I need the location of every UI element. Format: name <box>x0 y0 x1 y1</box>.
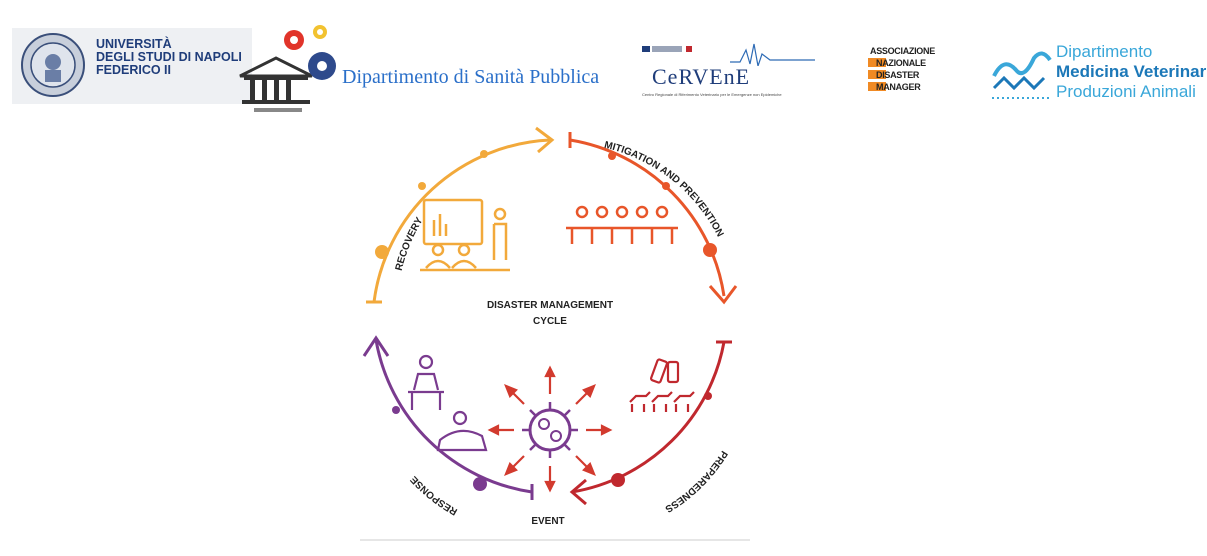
response-arc <box>362 335 534 500</box>
preparedness-label: PREPAREDNESS <box>663 449 729 515</box>
veterinary-care-icon <box>408 354 488 452</box>
association-logo: ASSOCIAZIONE NAZIONALE DISASTER MANAGER <box>868 44 938 102</box>
event-label: EVENT <box>531 516 564 527</box>
veterinary-department-logo: Dipartimento Medicina Veterinaria Produz… <box>990 42 1207 104</box>
association-line4: MANAGER <box>876 82 921 92</box>
mitigation-arc <box>568 132 738 305</box>
association-line1: ASSOCIAZIONE <box>870 46 935 56</box>
meeting-icon <box>566 205 678 244</box>
university-seal-icon <box>21 33 85 97</box>
association-line2: NAZIONALE <box>876 58 926 68</box>
association-bar-3 <box>868 82 886 91</box>
building-gears-icon <box>239 25 336 112</box>
cervene-subtitle: Centro Regionale di Riferimento Veterina… <box>642 92 782 97</box>
cervene-name: CeRVEnE <box>652 64 751 89</box>
recovery-arc <box>366 126 555 304</box>
cervene-logo: CeRVEnE Centro Regionale di Riferimento … <box>640 42 815 102</box>
vet-department-line3: Produzioni Animali <box>1056 82 1196 101</box>
vet-department-line1: Dipartimento <box>1056 42 1153 61</box>
cycle-title-line1: DISASTER MANAGEMENT <box>487 300 613 311</box>
virus-event-icon <box>487 365 613 493</box>
recovery-label: RECOVERY <box>394 215 426 271</box>
disaster-management-cycle: RECOVERY MITIGATION AND PREVENTION PREPA… <box>360 126 750 541</box>
university-logo: UNIVERSITÀ DEGLI STUDI DI NAPOLI FEDERIC… <box>12 28 252 104</box>
response-label: RESPONSE <box>408 473 459 517</box>
vet-department-line2: Medicina Veterinaria <box>1056 62 1207 81</box>
preparedness-arc <box>569 340 732 506</box>
public-health-department-name: Dipartimento di Sanità Pubblica <box>342 66 600 88</box>
association-line3: DISASTER <box>876 70 920 80</box>
public-health-department-logo: Dipartimento di Sanità Pubblica <box>236 18 606 114</box>
animal-waves-icon <box>992 51 1052 99</box>
university-name-line2: DEGLI STUDI DI NAPOLI <box>96 50 242 64</box>
cycle-title-line2: CYCLE <box>533 316 567 327</box>
seismograph-icon <box>642 43 815 66</box>
devices-dogs-icon <box>629 358 695 412</box>
university-name-line3: FEDERICO II <box>96 63 172 77</box>
association-bar-1 <box>868 58 886 67</box>
association-bar-2 <box>868 70 886 79</box>
university-name-line1: UNIVERSITÀ <box>96 37 172 51</box>
presentation-icon <box>420 198 510 272</box>
